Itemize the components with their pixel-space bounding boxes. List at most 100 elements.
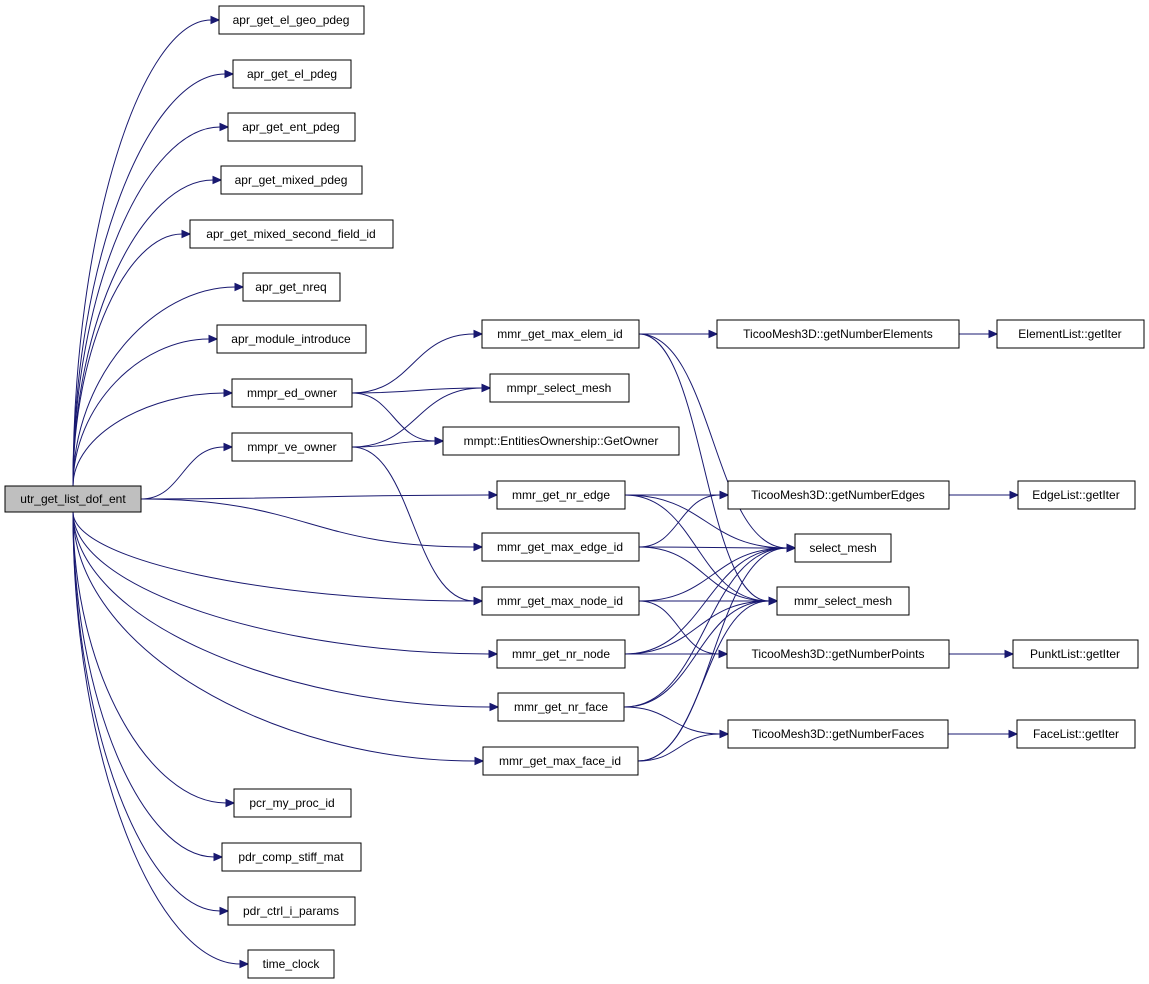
node-mmpr-ed-owner[interactable]: mmpr_ed_owner <box>231 378 353 408</box>
edge-root-to-edowner <box>72 388 234 487</box>
arrowhead-icon <box>208 334 219 344</box>
node-mmr-get-max-elem-id[interactable]: mmr_get_max_elem_id <box>481 319 640 349</box>
edge-root-to-maxnode <box>72 511 484 606</box>
arrowhead-icon <box>224 69 235 79</box>
node-mmpt-entitiesownership-getowner[interactable]: mmpt::EntitiesOwnership::GetOwner <box>442 426 680 456</box>
arrowhead-icon <box>181 229 192 239</box>
svg-text:ElementList::getIter: ElementList::getIter <box>1018 327 1121 341</box>
node-facelist-getiter[interactable]: FaceList::getIter <box>1016 719 1136 749</box>
node-mmr-select-mesh[interactable]: mmr_select_mesh <box>776 586 910 616</box>
edge-root-to-mixedsecond <box>72 229 192 487</box>
svg-text:mmpr_ve_owner: mmpr_ve_owner <box>247 440 336 454</box>
arrowhead-icon <box>708 329 719 339</box>
node-apr-get-nreq[interactable]: apr_get_nreq <box>242 272 341 302</box>
edge-root-to-elpdeg <box>72 69 235 487</box>
node-ticoomesh3d-getnumberpoints[interactable]: TicooMesh3D::getNumberPoints <box>726 639 950 669</box>
arrowhead-icon <box>786 543 797 553</box>
node-utr-get-list-dof-ent[interactable]: utr_get_list_dof_ent <box>4 485 142 513</box>
node-punktlist-getiter[interactable]: PunktList::getIter <box>1012 639 1139 669</box>
node-ticoomesh3d-getnumberedges[interactable]: TicooMesh3D::getNumberEdges <box>727 480 950 510</box>
edge-nrface-to-tnfaces <box>623 706 730 739</box>
node-ticoomesh3d-getnumberelements[interactable]: TicooMesh3D::getNumberElements <box>716 319 960 349</box>
node-apr-module-introduce[interactable]: apr_module_introduce <box>216 324 367 354</box>
svg-text:mmr_get_max_edge_id: mmr_get_max_edge_id <box>497 540 623 554</box>
arrowhead-icon <box>719 490 730 500</box>
node-apr-get-mixed-second-field-id[interactable]: apr_get_mixed_second_field_id <box>189 219 394 249</box>
arrowhead-icon <box>219 906 230 916</box>
node-apr-get-el-geo-pdeg[interactable]: apr_get_el_geo_pdeg <box>218 5 365 35</box>
edge-maxelem-to-tnelem <box>639 329 719 339</box>
node-time-clock[interactable]: time_clock <box>247 949 335 979</box>
node-apr-get-ent-pdeg[interactable]: apr_get_ent_pdeg <box>227 112 356 142</box>
svg-text:TicooMesh3D::getNumberEdges: TicooMesh3D::getNumberEdges <box>751 488 925 502</box>
edge-edowner-to-maxelem <box>351 329 484 394</box>
arrowhead-icon <box>488 649 499 659</box>
edge-root-to-veowner <box>140 442 234 500</box>
node-mmr-get-max-edge-id[interactable]: mmr_get_max_edge_id <box>481 532 640 562</box>
edge-nredge-to-tnedges <box>625 490 730 500</box>
edge-nredge-to-mmrsel <box>624 494 779 606</box>
node-pdr-ctrl-i-params[interactable]: pdr_ctrl_i_params <box>227 896 356 926</box>
arrowhead-icon <box>988 329 999 339</box>
arrowhead-icon <box>223 442 234 452</box>
edge-tnpoints-to-punktlist <box>949 649 1015 659</box>
edge-tnedges-to-edgelist <box>949 490 1020 500</box>
node-mmr-get-nr-face[interactable]: mmr_get_nr_face <box>497 692 625 722</box>
edge-veowner-to-maxnode <box>351 446 484 606</box>
arrowhead-icon <box>719 729 730 739</box>
arrowhead-icon <box>473 329 484 339</box>
svg-text:apr_get_nreq: apr_get_nreq <box>255 280 326 294</box>
svg-text:apr_get_el_pdeg: apr_get_el_pdeg <box>247 67 337 81</box>
svg-text:pdr_ctrl_i_params: pdr_ctrl_i_params <box>243 904 339 918</box>
arrowhead-icon <box>434 436 445 446</box>
node-mmr-get-nr-node[interactable]: mmr_get_nr_node <box>496 639 626 669</box>
svg-text:TicooMesh3D::getNumberPoints: TicooMesh3D::getNumberPoints <box>752 647 925 661</box>
arrowhead-icon <box>213 852 224 862</box>
edge-maxface-to-mmrsel <box>637 596 779 762</box>
node-mmr-get-nr-edge[interactable]: mmr_get_nr_edge <box>496 480 626 510</box>
edge-root-to-modintro <box>72 334 219 487</box>
node-pdr-comp-stiff-mat[interactable]: pdr_comp_stiff_mat <box>221 842 362 872</box>
svg-text:pdr_comp_stiff_mat: pdr_comp_stiff_mat <box>238 850 344 864</box>
arrowhead-icon <box>481 383 492 393</box>
call-graph-edges <box>72 15 1020 969</box>
edge-nrnode-to-tnpoints <box>625 649 729 659</box>
svg-text:mmr_get_max_face_id: mmr_get_max_face_id <box>499 754 621 768</box>
arrowhead-icon <box>219 122 230 132</box>
svg-text:pcr_my_proc_id: pcr_my_proc_id <box>249 796 334 810</box>
edge-root-to-ctrl <box>72 511 230 916</box>
svg-text:time_clock: time_clock <box>263 957 321 971</box>
svg-text:EdgeList::getIter: EdgeList::getIter <box>1032 488 1119 502</box>
svg-text:FaceList::getIter: FaceList::getIter <box>1033 727 1119 741</box>
node-mmpr-ve-owner[interactable]: mmpr_ve_owner <box>231 432 353 462</box>
edge-tnfaces-to-facelist <box>948 729 1019 739</box>
svg-text:TicooMesh3D::getNumberElements: TicooMesh3D::getNumberElements <box>743 327 933 341</box>
svg-text:mmr_get_max_elem_id: mmr_get_max_elem_id <box>497 327 622 341</box>
svg-text:TicooMesh3D::getNumberFaces: TicooMesh3D::getNumberFaces <box>752 727 924 741</box>
node-edgelist-getiter[interactable]: EdgeList::getIter <box>1017 480 1136 510</box>
svg-text:select_mesh: select_mesh <box>809 541 876 555</box>
edge-root-to-time <box>72 511 250 969</box>
svg-text:mmr_get_max_node_id: mmr_get_max_node_id <box>497 594 623 608</box>
arrowhead-icon <box>768 596 779 606</box>
node-ticoomesh3d-getnumberfaces[interactable]: TicooMesh3D::getNumberFaces <box>727 719 949 749</box>
arrowhead-icon <box>239 959 250 969</box>
node-mmr-get-max-face-id[interactable]: mmr_get_max_face_id <box>482 746 639 776</box>
edge-nrface-to-selmesh <box>623 543 797 708</box>
node-mmr-get-max-node-id[interactable]: mmr_get_max_node_id <box>481 586 640 616</box>
edge-tnelem-to-elemlist <box>959 329 999 339</box>
node-apr-get-el-pdeg[interactable]: apr_get_el_pdeg <box>232 59 352 89</box>
edge-root-to-geo <box>72 15 221 487</box>
node-apr-get-mixed-pdeg[interactable]: apr_get_mixed_pdeg <box>220 165 363 195</box>
svg-text:apr_get_mixed_pdeg: apr_get_mixed_pdeg <box>235 173 348 187</box>
node-mmpr-select-mesh[interactable]: mmpr_select_mesh <box>489 373 630 403</box>
edge-root-to-nreq <box>72 282 245 487</box>
arrowhead-icon <box>212 175 223 185</box>
svg-text:apr_get_mixed_second_field_id: apr_get_mixed_second_field_id <box>206 227 375 241</box>
node-pcr-my-proc-id[interactable]: pcr_my_proc_id <box>233 788 352 818</box>
node-select-mesh[interactable]: select_mesh <box>794 533 892 563</box>
node-elementlist-getiter[interactable]: ElementList::getIter <box>996 319 1145 349</box>
arrowhead-icon <box>473 542 484 552</box>
edge-veowner-to-getowner <box>351 436 445 448</box>
